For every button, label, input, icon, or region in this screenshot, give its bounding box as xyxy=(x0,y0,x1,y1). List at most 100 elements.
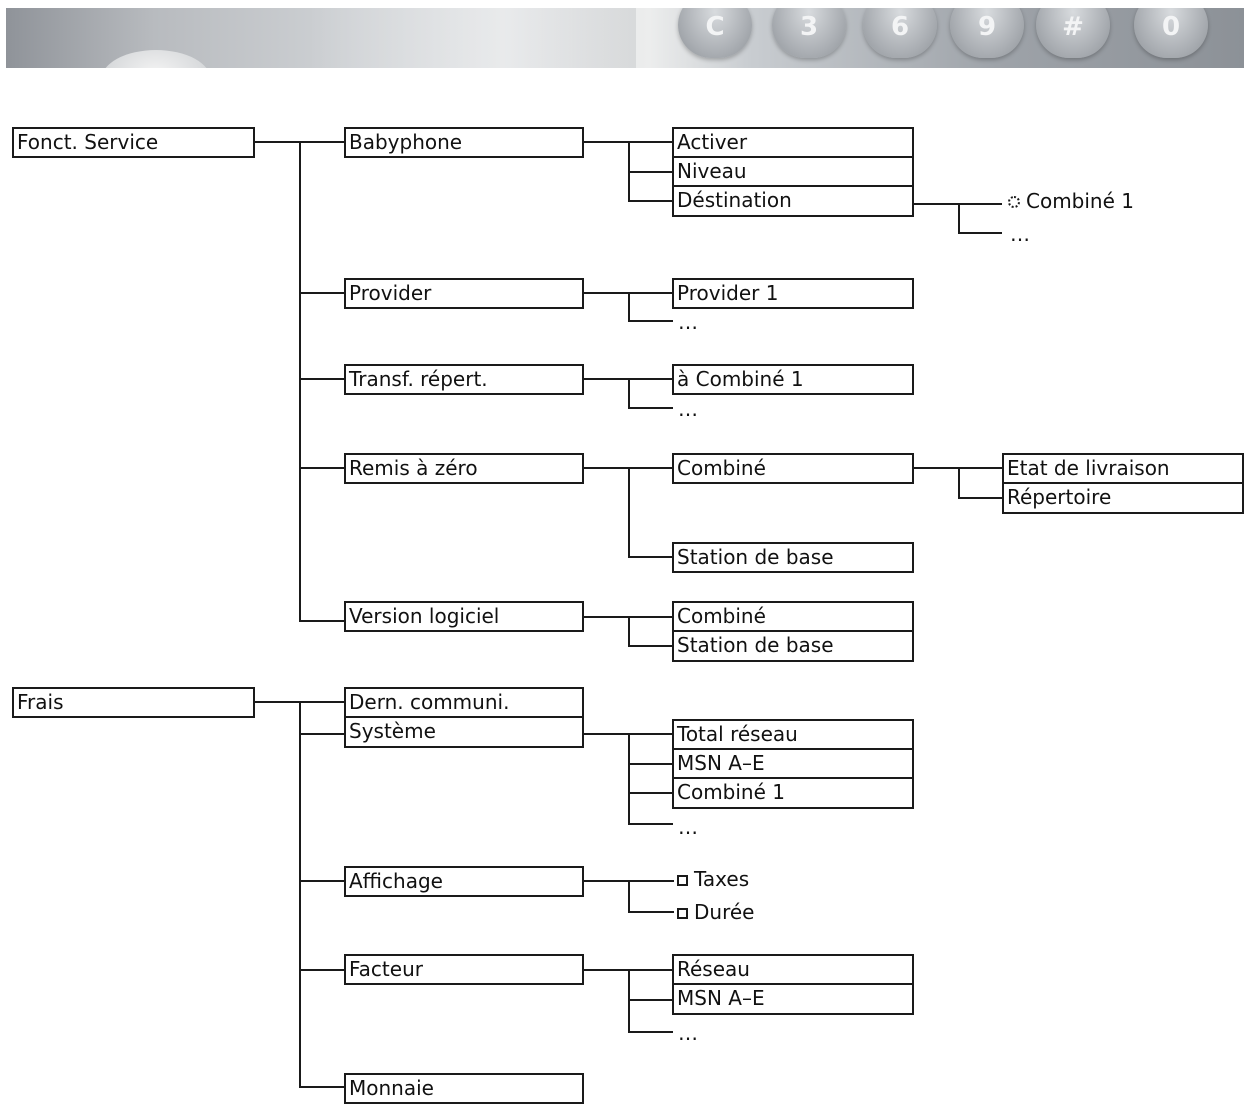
menu-node-provider-1: Provider 1 xyxy=(672,278,914,309)
menu-node-version-combine: Combiné xyxy=(672,601,914,632)
connector xyxy=(628,880,630,913)
connector xyxy=(914,467,960,469)
menu-node-dern-communi: Dern. communi. xyxy=(344,687,584,718)
connector xyxy=(584,880,629,882)
connector xyxy=(299,701,345,703)
menu-node-affichage: Affichage xyxy=(344,866,584,897)
connector xyxy=(299,880,345,882)
connector xyxy=(958,203,1002,205)
connector xyxy=(628,378,673,380)
connector xyxy=(584,733,629,735)
menu-node-frais: Frais xyxy=(12,687,255,718)
menu-node-total-reseau: Total réseau xyxy=(672,719,914,750)
option-destination-combine-1: Combiné 1 xyxy=(1008,189,1134,213)
menu-node-destination: Déstination xyxy=(672,186,914,217)
connector xyxy=(628,616,673,618)
connector xyxy=(584,141,629,143)
connector xyxy=(255,701,300,703)
connector xyxy=(628,467,673,469)
connector xyxy=(628,407,673,409)
connector xyxy=(299,467,345,469)
handset-display-area xyxy=(306,8,636,68)
menu-node-fonct-service: Fonct. Service xyxy=(12,127,255,158)
provider-more: … xyxy=(678,310,698,334)
handset-key-0: 0 xyxy=(1134,8,1208,58)
connector xyxy=(628,999,673,1001)
connector xyxy=(255,141,300,143)
handset-key-9: 9 xyxy=(950,8,1024,58)
connector xyxy=(628,969,630,1033)
connector xyxy=(299,378,345,380)
connector xyxy=(584,378,629,380)
connector xyxy=(628,378,630,409)
menu-node-facteur-msn: MSN A–E xyxy=(672,984,914,1015)
option-taxes: Taxes xyxy=(677,867,749,891)
systeme-more: … xyxy=(678,815,698,839)
transf-more: … xyxy=(678,397,698,421)
option-more: … xyxy=(1010,222,1030,246)
connector xyxy=(299,141,301,622)
connector xyxy=(628,292,630,322)
menu-node-remis-combine: Combiné xyxy=(672,453,914,484)
menu-node-version-station-de-base: Station de base xyxy=(672,631,914,662)
menu-node-transf-repert: Transf. répert. xyxy=(344,364,584,395)
connector xyxy=(299,141,345,143)
connector xyxy=(628,171,673,173)
connector xyxy=(628,792,673,794)
connector xyxy=(628,616,630,647)
checkbox-icon xyxy=(677,875,688,886)
connector xyxy=(958,203,960,234)
handset-key-3: 3 xyxy=(772,8,846,58)
menu-node-etat-de-livraison: Etat de livraison xyxy=(1002,453,1244,484)
connector xyxy=(299,701,301,1088)
connector xyxy=(628,733,630,825)
menu-node-repertoire: Répertoire xyxy=(1002,483,1244,514)
handset-key-hash: # xyxy=(1036,8,1110,58)
connector xyxy=(628,733,673,735)
menu-node-a-combine-1: à Combiné 1 xyxy=(672,364,914,395)
connector xyxy=(584,969,629,971)
menu-node-remis-a-zero: Remis à zéro xyxy=(344,453,584,484)
connector xyxy=(584,292,629,294)
menu-node-niveau: Niveau xyxy=(672,157,914,187)
connector xyxy=(958,467,960,499)
checkbox-icon xyxy=(677,908,688,919)
menu-node-facteur: Facteur xyxy=(344,954,584,985)
connector xyxy=(628,1031,673,1033)
handset-key-c: C xyxy=(678,8,752,58)
menu-node-version-logiciel: Version logiciel xyxy=(344,601,584,632)
connector xyxy=(628,292,673,294)
menu-node-systeme-msn: MSN A–E xyxy=(672,749,914,779)
connector xyxy=(628,141,673,143)
connector xyxy=(958,232,1002,234)
menu-node-remis-station-de-base: Station de base xyxy=(672,542,914,573)
handset-photo-banner: C 3 6 9 # 0 xyxy=(6,8,1244,68)
connector xyxy=(584,467,629,469)
menu-node-systeme-combine-1: Combiné 1 xyxy=(672,778,914,809)
connector xyxy=(628,969,673,971)
connector xyxy=(584,616,629,618)
connector xyxy=(299,733,345,735)
connector xyxy=(914,203,960,205)
connector xyxy=(628,823,673,825)
connector xyxy=(628,556,673,558)
connector xyxy=(958,497,1003,499)
connector xyxy=(958,467,1003,469)
menu-node-babyphone: Babyphone xyxy=(344,127,584,158)
menu-node-monnaie: Monnaie xyxy=(344,1073,584,1104)
connector xyxy=(628,467,630,558)
connector xyxy=(299,1086,345,1088)
menu-node-provider: Provider xyxy=(344,278,584,309)
option-duree: Durée xyxy=(677,900,754,924)
menu-node-reseau: Réseau xyxy=(672,954,914,985)
connector xyxy=(628,763,673,765)
connector xyxy=(628,880,674,882)
connector xyxy=(299,969,345,971)
navigation-key xyxy=(101,50,211,68)
connector xyxy=(628,200,673,202)
menu-node-activer: Activer xyxy=(672,127,914,158)
menu-node-systeme: Système xyxy=(344,717,584,748)
connector xyxy=(628,320,673,322)
radio-option-icon xyxy=(1008,196,1020,208)
